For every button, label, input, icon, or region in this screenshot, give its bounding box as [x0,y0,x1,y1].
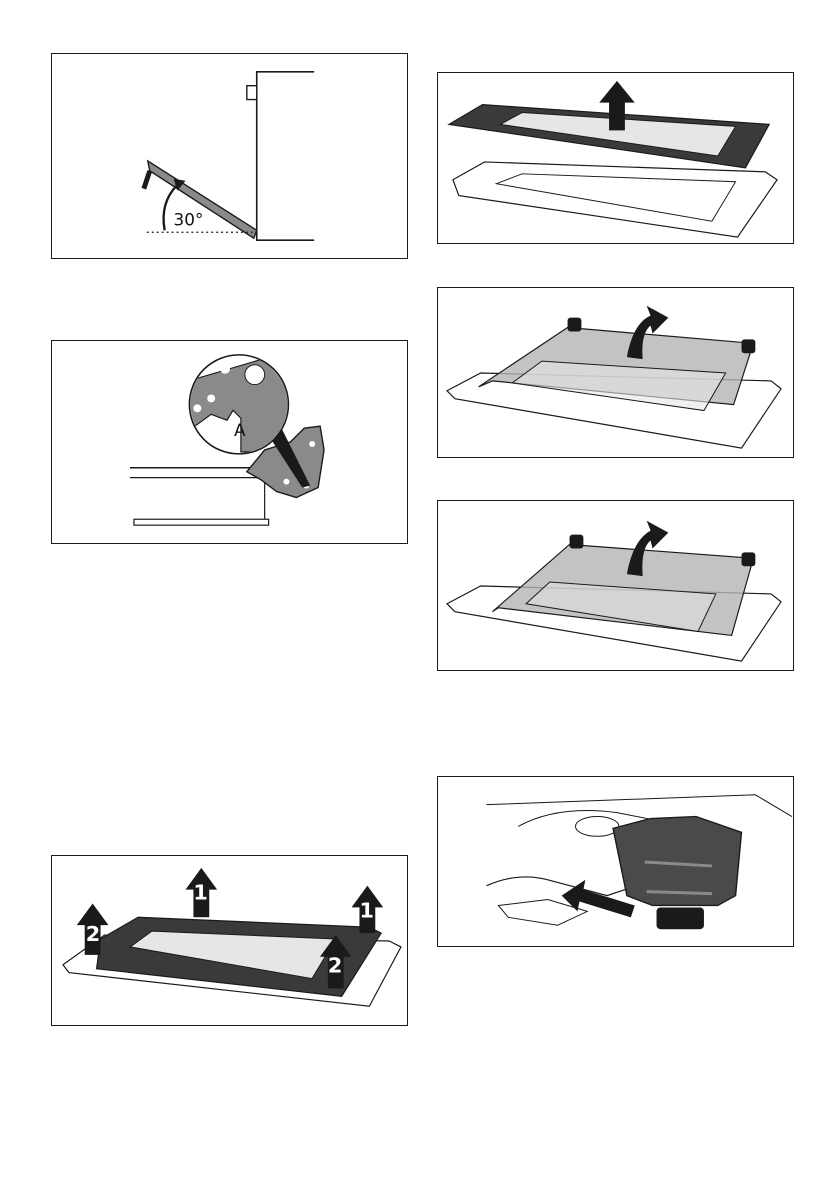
figure-frame-lift: 1 1 2 2 [51,855,408,1026]
lift-arrow-icon: 1 [186,868,218,917]
step-1-label: 1 [193,880,207,904]
lift-arrow-icon: 1 [352,886,384,933]
figure-hinge-detail: A [51,340,408,544]
figure-insert-clip [437,776,794,947]
figure-remove-frame [437,72,794,244]
frame-lift-illustration: 1 1 2 2 [52,856,407,1025]
step-2-label: 2 [86,922,100,946]
remove-frame-illustration [438,73,793,243]
door-angle-illustration: 30° [52,54,407,258]
remove-glass-illustration [438,288,793,457]
callout-label: A [234,420,246,440]
step-2-label: 2 [328,954,342,978]
figure-remove-glass-1 [437,287,794,458]
figure-remove-glass-2 [437,500,794,671]
angle-label: 30° [174,209,204,229]
remove-glass-illustration-2 [438,501,793,670]
insert-clip-illustration [438,777,793,946]
figure-door-angle: 30° [51,53,408,259]
hinge-illustration: A [52,341,407,543]
step-1-label: 1 [359,898,373,922]
